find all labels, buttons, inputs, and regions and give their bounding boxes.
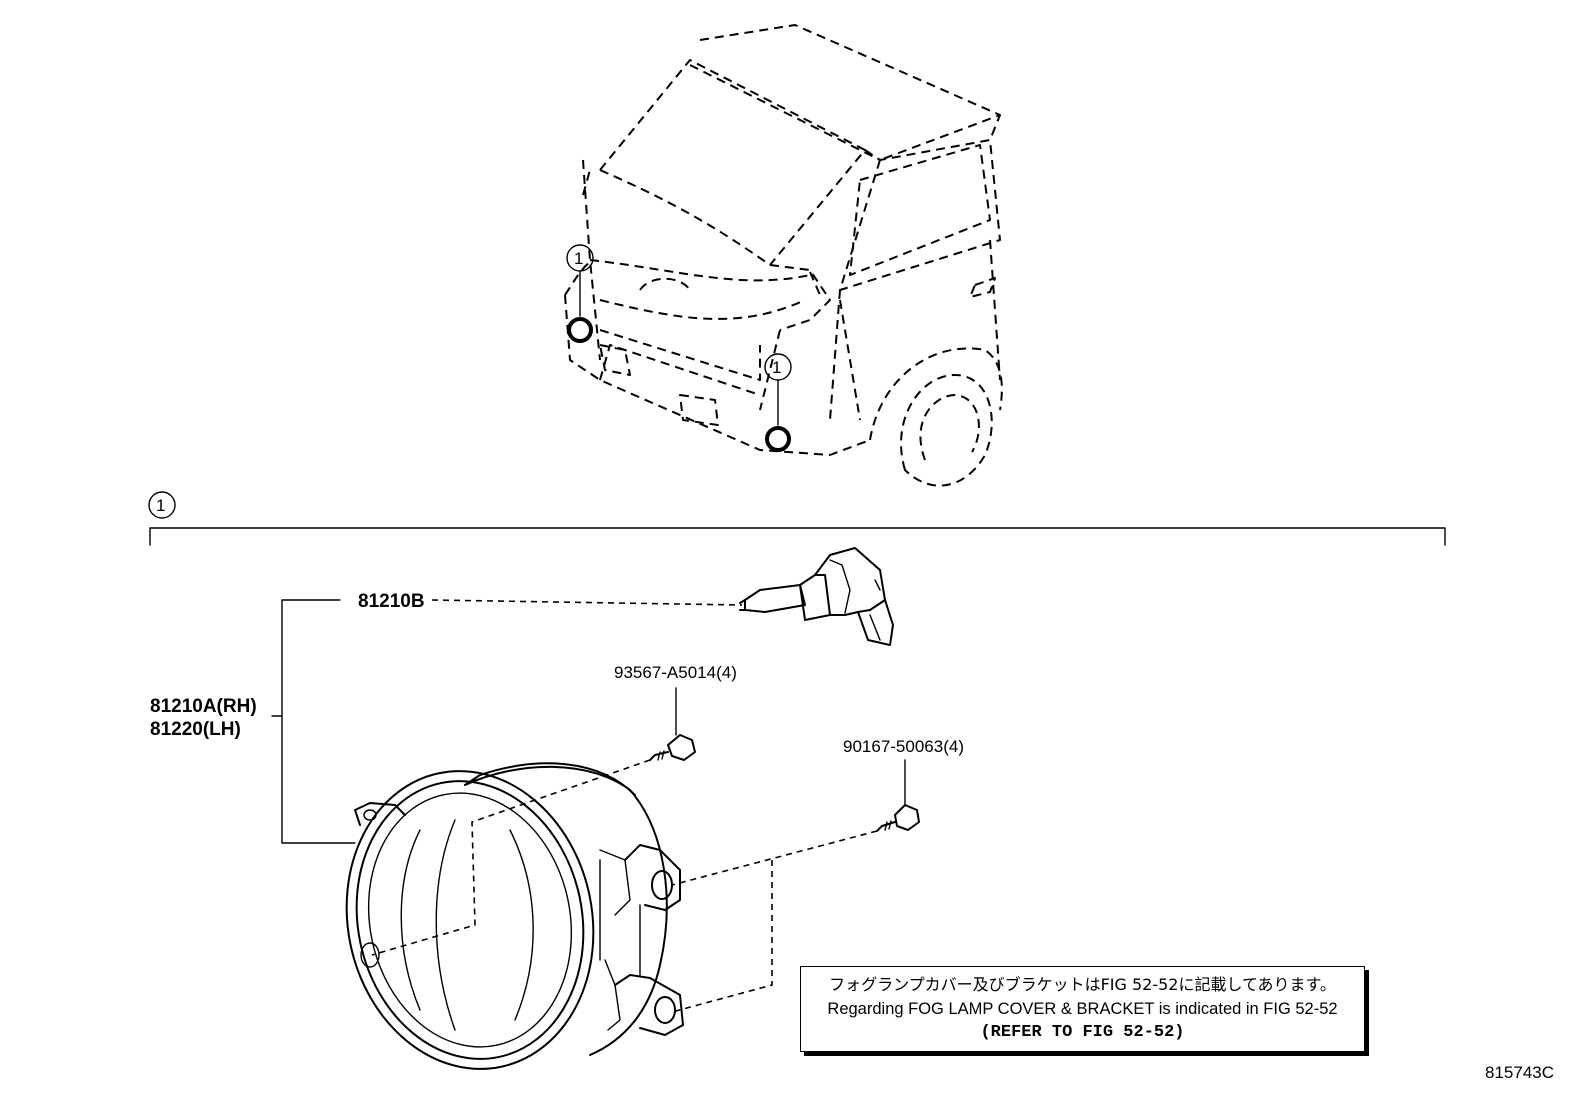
bulb-illustration: [739, 547, 894, 646]
truck-callout-left: 1: [566, 244, 594, 343]
note-english: Regarding FOG LAMP COVER & BRACKET is in…: [827, 1000, 1338, 1018]
svg-text:1: 1: [772, 358, 781, 377]
fog-lamp-illustration: [345, 762, 684, 1070]
diagram-id: 815743C: [1485, 1063, 1554, 1082]
truck-outline: [564, 24, 1003, 487]
note-refer: (REFER TO FIG 52-52): [980, 1023, 1185, 1042]
section-bracket: 1: [148, 491, 1446, 546]
screw-b-illustration: [876, 804, 920, 832]
svg-text:1: 1: [156, 496, 165, 515]
screw-a-illustration: [649, 734, 696, 761]
svg-text:1: 1: [574, 249, 583, 268]
label-screw-b: 90167-50063(4): [843, 737, 964, 756]
note-japanese: フォグランプカバー及びブラケットはFIG 52-52に記載してあります。: [829, 975, 1336, 994]
label-bulb: 81210B: [358, 591, 425, 612]
truck-callout-right: 1: [764, 353, 792, 452]
label-lamp-rh: 81210A(RH): [150, 696, 257, 717]
label-screw-a: 93567-A5014(4): [614, 663, 737, 682]
label-lamp-lh: 81220(LH): [150, 719, 241, 740]
leader-lines: [271, 599, 906, 1013]
reference-note: フォグランプカバー及びブラケットはFIG 52-52に記載してあります。 Reg…: [800, 966, 1365, 1052]
